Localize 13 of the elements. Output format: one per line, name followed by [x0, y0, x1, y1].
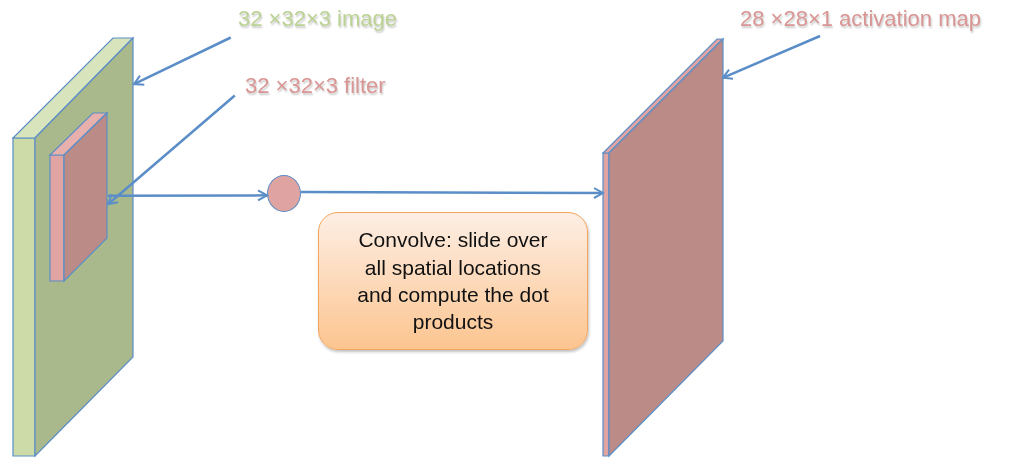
- leader-arrow: [107, 94, 236, 206]
- activation-map-drawing: [603, 38, 724, 457]
- filter-size-label: 32 ×32×3 filter: [245, 73, 415, 103]
- filter-volume-drawing: [50, 113, 107, 281]
- arrow: [301, 187, 604, 199]
- leader-arrow: [133, 36, 232, 86]
- image-size-label: 32 ×32×3 image: [238, 6, 418, 36]
- leader-arrow: [721, 34, 821, 80]
- image-volume-drawing: [13, 38, 134, 457]
- dot-product-circle: [267, 175, 301, 212]
- activation-map-label: 28 ×28×1 activation map: [740, 6, 1016, 36]
- convolve-note: Convolve: slide over all spatial locations and compute the dot products: [318, 212, 588, 350]
- arrow: [108, 189, 268, 202]
